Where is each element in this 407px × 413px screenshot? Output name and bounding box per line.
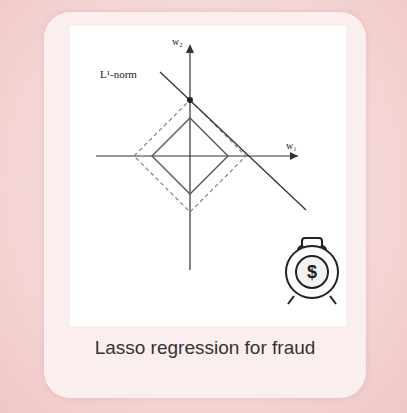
caption-text: Lasso regression for fraud bbox=[60, 334, 350, 362]
money-bag-icon bbox=[286, 238, 338, 304]
axis-label: w₂ bbox=[172, 36, 183, 47]
loss-line bbox=[160, 72, 306, 210]
norm-label: L¹-norm bbox=[100, 68, 137, 80]
w2-axis bbox=[189, 48, 190, 270]
w1-axis bbox=[96, 155, 298, 156]
l1-diamond bbox=[152, 118, 228, 194]
solution-dot bbox=[187, 97, 193, 103]
currency-symbol: $ bbox=[307, 262, 317, 283]
figure-ground bbox=[70, 26, 346, 326]
l1-dashed-diamond bbox=[134, 100, 246, 212]
axis-label: w₁ bbox=[286, 140, 297, 151]
